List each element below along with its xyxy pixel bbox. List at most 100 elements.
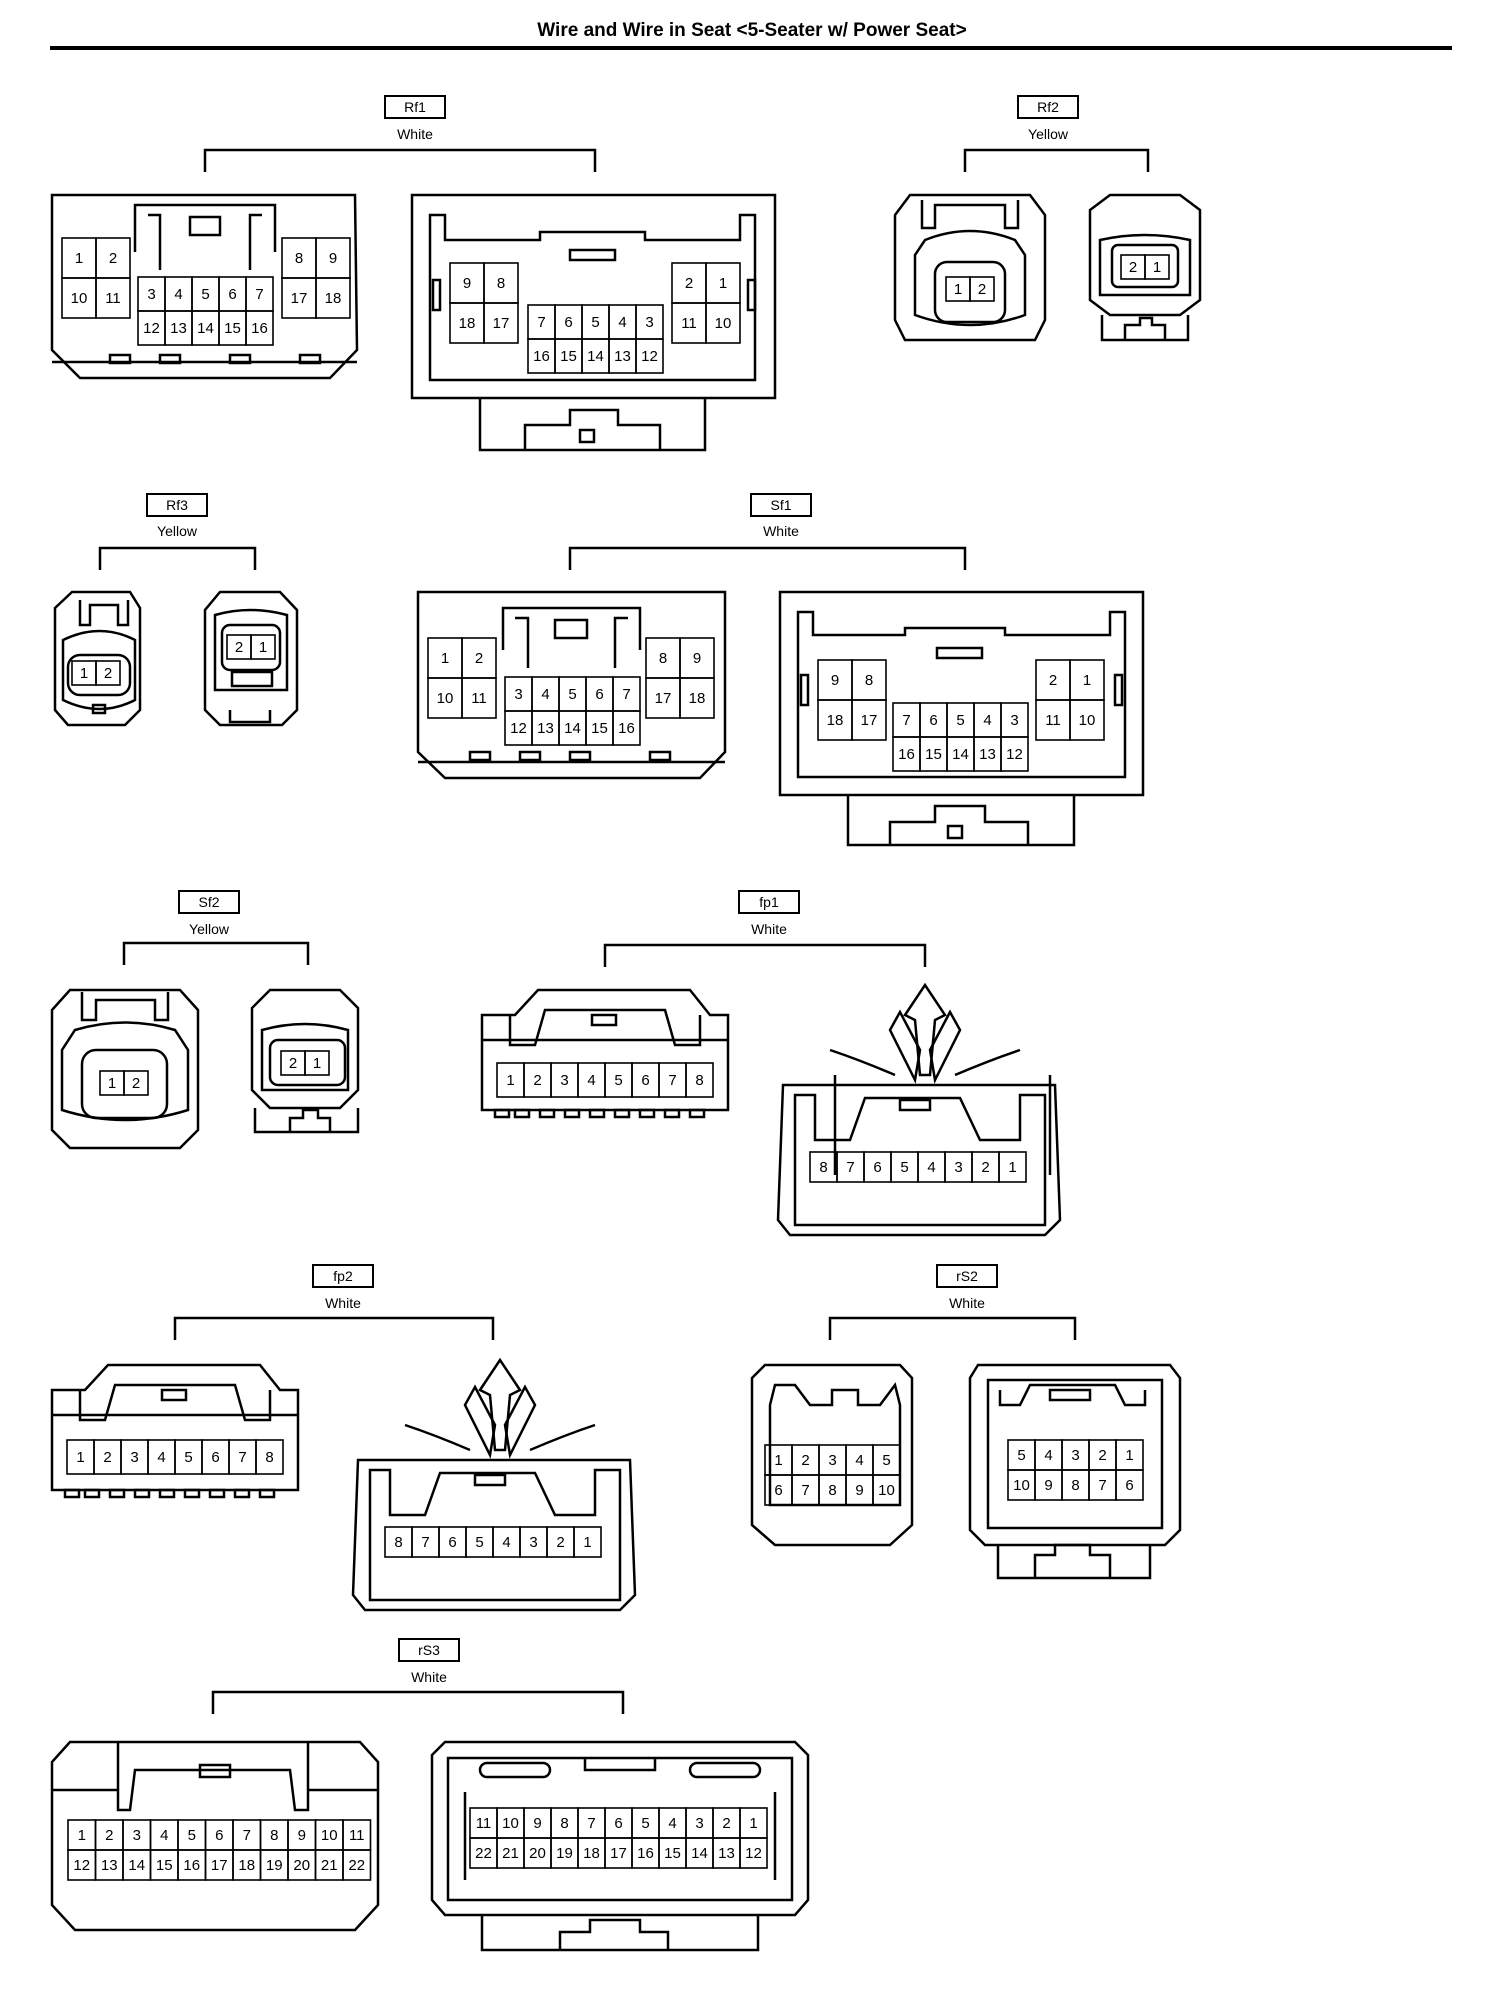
latch-tab	[898, 1098, 932, 1112]
slot	[688, 1761, 762, 1779]
pin-number: 1	[313, 1055, 321, 1072]
connector-rf2-left-body	[893, 193, 1047, 342]
lock-tab	[523, 408, 662, 450]
foot	[638, 1108, 656, 1119]
lock-tab	[228, 710, 272, 724]
latch-tab	[160, 1388, 188, 1402]
foot	[493, 1108, 511, 1119]
pin-number: 7	[587, 1815, 595, 1832]
pin-number: 11	[476, 1815, 492, 1832]
latch-frame	[508, 1008, 702, 1047]
pin-number: 10	[502, 1815, 519, 1832]
pin-cell	[1115, 1469, 1144, 1501]
pin-number: 3	[147, 286, 155, 303]
pin-number: 1	[441, 650, 449, 667]
key	[230, 670, 274, 688]
pin-number: 17	[291, 290, 308, 307]
pin-number: 12	[1006, 746, 1023, 763]
pin-number: 15	[560, 348, 577, 365]
pin-number: 5	[184, 1449, 192, 1466]
pin-number: 8	[1071, 1477, 1079, 1494]
pin-number: 11	[349, 1827, 365, 1844]
pin-cell	[95, 660, 121, 686]
pin-number: 1	[108, 1075, 116, 1092]
connector-rs3-right-body	[430, 1740, 810, 1917]
connector-rf2-right-body	[1088, 193, 1202, 317]
foot	[538, 1108, 556, 1119]
latch-frame	[148, 213, 262, 270]
pin-cell	[304, 1050, 330, 1076]
pin-number: 7	[801, 1482, 809, 1499]
pin-number: 8	[560, 1815, 568, 1832]
foot	[183, 1488, 201, 1499]
side-rib	[463, 1792, 777, 1880]
pin-number: 17	[211, 1857, 228, 1874]
pin-number: 1	[75, 250, 83, 267]
pin-cell	[998, 1151, 1027, 1183]
connector-sf2-right-body	[250, 988, 360, 1110]
foot	[228, 353, 252, 365]
connector-fp1-right-body	[776, 1083, 1062, 1237]
pin-number: 2	[475, 650, 483, 667]
lock-pin	[578, 428, 596, 444]
pin-number: 15	[591, 720, 608, 737]
foot	[513, 1108, 531, 1119]
insert-frame	[260, 1022, 350, 1092]
pin-number: 9	[1044, 1477, 1052, 1494]
pin-number: 9	[533, 1815, 541, 1832]
lock-tab	[558, 1918, 670, 1950]
pin-number: 14	[952, 746, 969, 763]
foot	[158, 1488, 176, 1499]
foot	[158, 353, 182, 365]
pin-number: 15	[224, 320, 241, 337]
pin-number: 12	[641, 348, 658, 365]
pin-number: 1	[80, 665, 88, 682]
seal	[61, 629, 137, 711]
pin-number: 17	[861, 712, 878, 729]
connector-code-rf2: Rf2	[1017, 95, 1079, 119]
inner-frame	[793, 1093, 1047, 1227]
pin-cell	[969, 276, 995, 302]
pin-number: 9	[855, 1482, 863, 1499]
pin-number: 1	[774, 1452, 782, 1469]
key	[91, 703, 107, 715]
connector-code-rs3: rS3	[398, 1638, 460, 1662]
pin-number: 1	[583, 1534, 591, 1551]
bracket-rf1	[203, 148, 597, 172]
pin-number: 17	[610, 1845, 627, 1862]
foot	[298, 353, 322, 365]
lock-tab	[1033, 1543, 1112, 1578]
connector-code-rf3: Rf3	[146, 493, 208, 517]
pin-number: 8	[659, 650, 667, 667]
pin-number: 2	[1129, 259, 1137, 276]
latch	[920, 200, 1020, 230]
pin-number: 10	[437, 690, 454, 707]
latch-frame	[515, 616, 628, 668]
connector-rs2-left-body	[750, 1363, 914, 1547]
latch-tab	[188, 215, 222, 237]
connector-fp2-right-body	[351, 1458, 637, 1612]
pin-number: 8	[270, 1827, 278, 1844]
pin-number: 22	[348, 1857, 365, 1874]
clip-head	[903, 982, 947, 1077]
pin-cell	[612, 710, 641, 746]
pin-number: 3	[133, 1827, 141, 1844]
pin-number: 16	[533, 348, 550, 365]
page-title: Wire and Wire in Seat <5-Seater w/ Power…	[537, 20, 967, 41]
pin-number: 18	[238, 1857, 255, 1874]
foot	[613, 1108, 631, 1119]
pin-number: 6	[873, 1159, 881, 1176]
pin-number: 16	[251, 320, 268, 337]
pin-number: 4	[541, 686, 549, 703]
pin-number: 11	[471, 690, 487, 707]
connector-color-fp1: White	[751, 921, 787, 937]
connector-code-fp2: fp2	[312, 1264, 374, 1288]
pin-number: 2	[104, 665, 112, 682]
insert	[66, 653, 132, 697]
connector-rs2-right-body	[968, 1363, 1182, 1547]
pin-number: 4	[983, 712, 991, 729]
connector-code-fp1: fp1	[738, 890, 800, 914]
pin-number: 2	[981, 1159, 989, 1176]
pin-number: 12	[745, 1845, 762, 1862]
pin-number: 5	[201, 286, 209, 303]
